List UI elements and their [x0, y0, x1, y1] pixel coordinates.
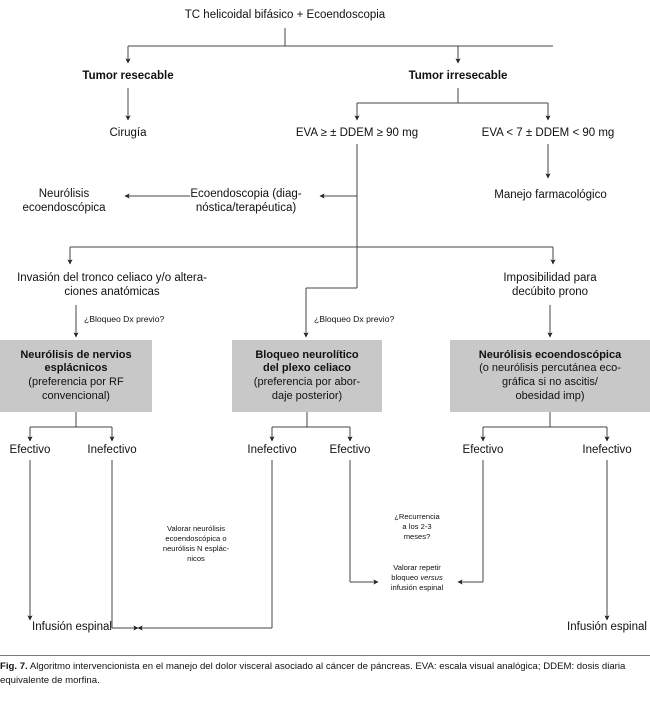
- node-ecoendoscopia-line1: Ecoendoscopia (diag-: [190, 188, 302, 200]
- node-invasion-line2: ciones anatómicas: [64, 285, 160, 298]
- node-imposibilidad-decubito: Imposibilidad para decúbito prono: [470, 272, 630, 299]
- gray-box-2-sub-line2: daje posterior): [271, 389, 343, 402]
- node-eva-alto: EVA ≥ ± DDEM ≥ 90 mg: [295, 127, 419, 139]
- annotation-valorar-repetir-versus: versus: [420, 573, 443, 583]
- gray-box-3-sub-line1: (o neurólisis percutánea eco-: [479, 362, 621, 375]
- annotation-valorar-neurolisis-line1: Valorar neurólisis: [166, 524, 226, 533]
- node-root: TC helicoidal bifásico + Ecoendoscopia: [184, 9, 386, 21]
- label-bloqueo-dx-previo-mid: ¿Bloqueo Dx previo?: [314, 314, 395, 324]
- node-neurolisis-eco-line1: Neurólisis: [38, 188, 90, 200]
- terminal-infusion-espinal-right: Infusión espinal: [567, 621, 647, 633]
- figure-caption: Fig. 7. Algoritmo intervencionista en el…: [0, 660, 650, 688]
- gray-box-2-title-line1: Bloqueo neurolítico: [255, 348, 359, 361]
- annotation-valorar-repetir-bloqueo: bloqueo: [391, 573, 421, 583]
- outcome-box2-inefectivo: Inefectivo: [247, 444, 297, 456]
- annotation-valorar-neurolisis-line2: ecoendoscópica o: [165, 534, 227, 544]
- gray-box-2-sub-line1: (preferencia por abor-: [253, 376, 361, 388]
- outcome-box2-efectivo: Efectivo: [329, 444, 371, 456]
- node-eva-bajo: EVA < 7 ± DDEM < 90 mg: [481, 127, 615, 139]
- outcome-box1-inefectivo: Inefectivo: [87, 444, 137, 456]
- node-invasion-line1: Invasión del tronco celiaco y/o altera-: [17, 272, 207, 284]
- annotation-recurrencia-line2: a los 2-3: [402, 522, 432, 532]
- node-imposibilidad-line1: Imposibilidad para: [503, 272, 597, 284]
- annotation-recurrencia-line3: meses?: [403, 532, 431, 542]
- annotation-recurrencia: ¿Recurrencia a los 2-3 meses?: [377, 512, 457, 542]
- node-neurolisis-eco-line2: ecoendoscópica: [22, 201, 106, 214]
- gray-box-3-title-line1: Neurólisis ecoendoscópica: [478, 348, 622, 361]
- annotation-valorar-repetir-bloqueo: Valorar repetir bloqueo versus infusión …: [377, 563, 457, 593]
- node-cirugia: Cirugía: [109, 127, 147, 139]
- outcome-box3-efectivo: Efectivo: [462, 444, 504, 456]
- terminal-infusion-espinal-left: Infusión espinal: [32, 621, 112, 633]
- caption-divider: [0, 655, 650, 656]
- annotation-valorar-neurolisis-line3: neurólisis N esplác-: [162, 544, 230, 554]
- node-tumor-irresecable: Tumor irresecable: [408, 70, 508, 82]
- annotation-valorar-neurolisis-line4: nicos: [187, 554, 205, 564]
- node-neurolisis-ecoendoscopica: Neurólisis ecoendoscópica: [6, 188, 122, 215]
- gray-box-3-sub-line2: gráfica si no ascitis/: [502, 376, 598, 388]
- annotation-valorar-repetir-line1: Valorar repetir: [393, 563, 441, 572]
- caption-figure-number: Fig. 7.: [0, 661, 28, 672]
- annotation-valorar-neurolisis: Valorar neurólisis ecoendoscópica o neur…: [146, 524, 246, 564]
- node-ecoendoscopia: Ecoendoscopia (diag- nóstica/terapéutica…: [185, 188, 307, 215]
- annotation-valorar-repetir-line3: infusión espinal: [390, 583, 444, 593]
- gray-box-1-sub-line1: (preferencia por RF: [28, 376, 124, 388]
- label-bloqueo-dx-previo-left: ¿Bloqueo Dx previo?: [84, 314, 165, 324]
- node-ecoendoscopia-line2: nóstica/terapéutica): [195, 201, 297, 214]
- gray-box-bloqueo-neurolitico-plexo-celiaco[interactable]: Bloqueo neurolítico del plexo celiaco (p…: [232, 340, 382, 412]
- gray-box-1-title-line2: esplácnicos: [44, 362, 108, 375]
- node-manejo-farmacologico: Manejo farmacológico: [494, 189, 607, 201]
- outcome-box1-efectivo: Efectivo: [9, 444, 51, 456]
- gray-box-1-sub-line2: convencional): [42, 389, 110, 402]
- node-invasion-tronco-celiaco: Invasión del tronco celiaco y/o altera- …: [2, 272, 222, 299]
- gray-box-1-title-line1: Neurólisis de nervios: [20, 348, 132, 361]
- annotation-recurrencia-line1: ¿Recurrencia: [394, 512, 440, 521]
- gray-box-2-title-line2: del plexo celiaco: [262, 362, 352, 375]
- node-tumor-resecable: Tumor resecable: [82, 70, 174, 82]
- gray-box-neurolisis-nervios-esplacnicos[interactable]: Neurólisis de nervios esplácnicos (prefe…: [0, 340, 152, 412]
- caption-body: Algoritmo intervencionista en el manejo …: [0, 661, 626, 686]
- gray-box-neurolisis-ecoendoscopica[interactable]: Neurólisis ecoendoscópica (o neurólisis …: [450, 340, 650, 412]
- gray-box-3-sub-line3: obesidad imp): [515, 389, 585, 402]
- node-imposibilidad-line2: decúbito prono: [511, 285, 589, 298]
- annotation-valorar-repetir-line2: bloqueo versus: [377, 573, 457, 583]
- outcome-box3-inefectivo: Inefectivo: [582, 444, 632, 456]
